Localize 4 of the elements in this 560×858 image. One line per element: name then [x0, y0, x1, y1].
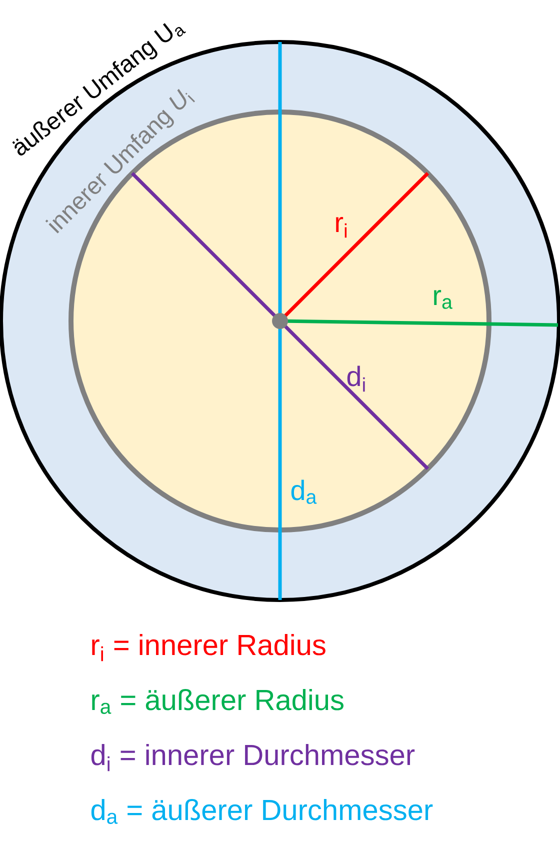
legend-entry: r$_{a}$ = äußerer Radius [92, 689, 344, 714]
legend-entry: d$_{a}$ = äußerer Durchmesser [91, 799, 433, 824]
legend-entry: d$_{i}$ = innerer Durchmesser [91, 744, 415, 772]
legend-entry: r$_{i}$ = innerer Radius [92, 634, 326, 662]
